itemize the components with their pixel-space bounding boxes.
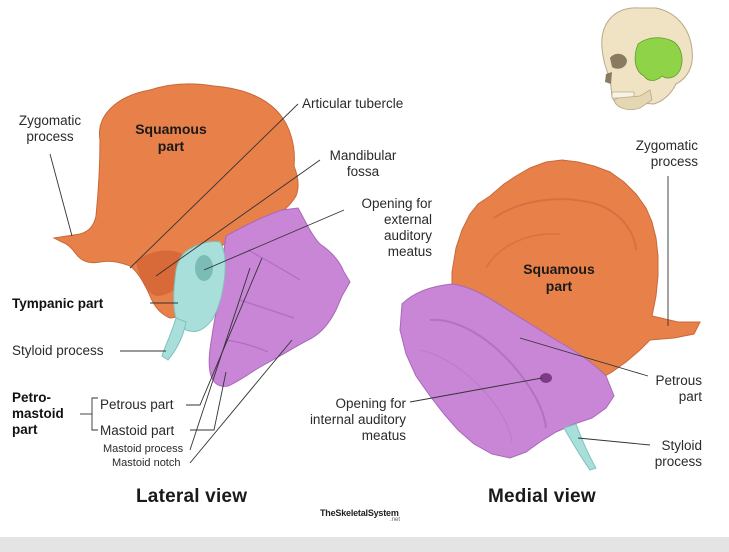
title-lateral-view: Lateral view (136, 486, 248, 507)
bottom-band (0, 537, 729, 552)
label-petrous-part-lateral: Petrous part (100, 397, 174, 412)
site-logo: TheSkeletalSystem .net (320, 508, 400, 523)
leader-mastoid-part (190, 371, 227, 431)
skull-temporal-highlight (634, 37, 683, 81)
label-zygomatic-process-medial: Zygomatic process (635, 138, 698, 169)
leader-petromastoid-bracket (91, 397, 98, 431)
label-squamous-part-lateral: Squamous part (135, 121, 207, 154)
label-petromastoid-part: Petro- mastoid part (12, 390, 64, 437)
label-opening-internal-auditory-meatus: Opening for internal auditory meatus (309, 396, 406, 443)
leader-petrous-medial (519, 337, 649, 377)
leader-zygomatic-lateral (49, 153, 73, 237)
medial-bone (399, 159, 701, 471)
leader-external-meatus (203, 209, 345, 271)
label-opening-external-auditory-meatus: Opening for external auditory meatus (361, 196, 432, 259)
medial-petromastoid-part-shape (399, 283, 615, 459)
label-mastoid-part: Mastoid part (100, 423, 175, 438)
skull-thumbnail (601, 7, 693, 110)
label-mastoid-process: Mastoid process (103, 443, 184, 455)
site-logo-name: TheSkeletalSystem (320, 508, 399, 518)
leader-articular-tubercle (129, 103, 299, 269)
label-tympanic-part: Tympanic part (12, 296, 104, 311)
label-styloid-process-medial: Styloid process (654, 438, 702, 469)
skull-eye-socket (610, 53, 627, 69)
skull-nasal (605, 72, 612, 84)
label-petrous-part-medial: Petrous part (655, 373, 702, 404)
leader-petrous (186, 257, 263, 406)
title-medial-view: Medial view (488, 486, 596, 507)
lateral-styloid-shape (161, 317, 187, 361)
medial-styloid-shape (563, 423, 597, 471)
skull-mandible (613, 89, 653, 110)
medial-internal-meatus-opening (540, 373, 552, 383)
label-articular-tubercle: Articular tubercle (302, 96, 404, 111)
label-mandibular-fossa: Mandibular fossa (329, 148, 397, 179)
site-logo-suffix: .net (390, 517, 401, 523)
label-zygomatic-process-lateral: Zygomatic process (18, 113, 82, 144)
leader-lines (49, 103, 669, 464)
label-styloid-process-lateral: Styloid process (12, 343, 104, 358)
leader-internal-meatus (409, 377, 543, 403)
leader-mastoid-process (189, 267, 251, 451)
label-squamous-part-medial: Squamous part (523, 261, 595, 294)
label-mastoid-notch: Mastoid notch (112, 457, 181, 469)
lateral-external-meatus-opening (195, 255, 213, 281)
leader-mandibular-fossa (155, 159, 321, 277)
leader-styloid-medial (577, 437, 651, 446)
leader-mastoid-notch (189, 339, 293, 464)
